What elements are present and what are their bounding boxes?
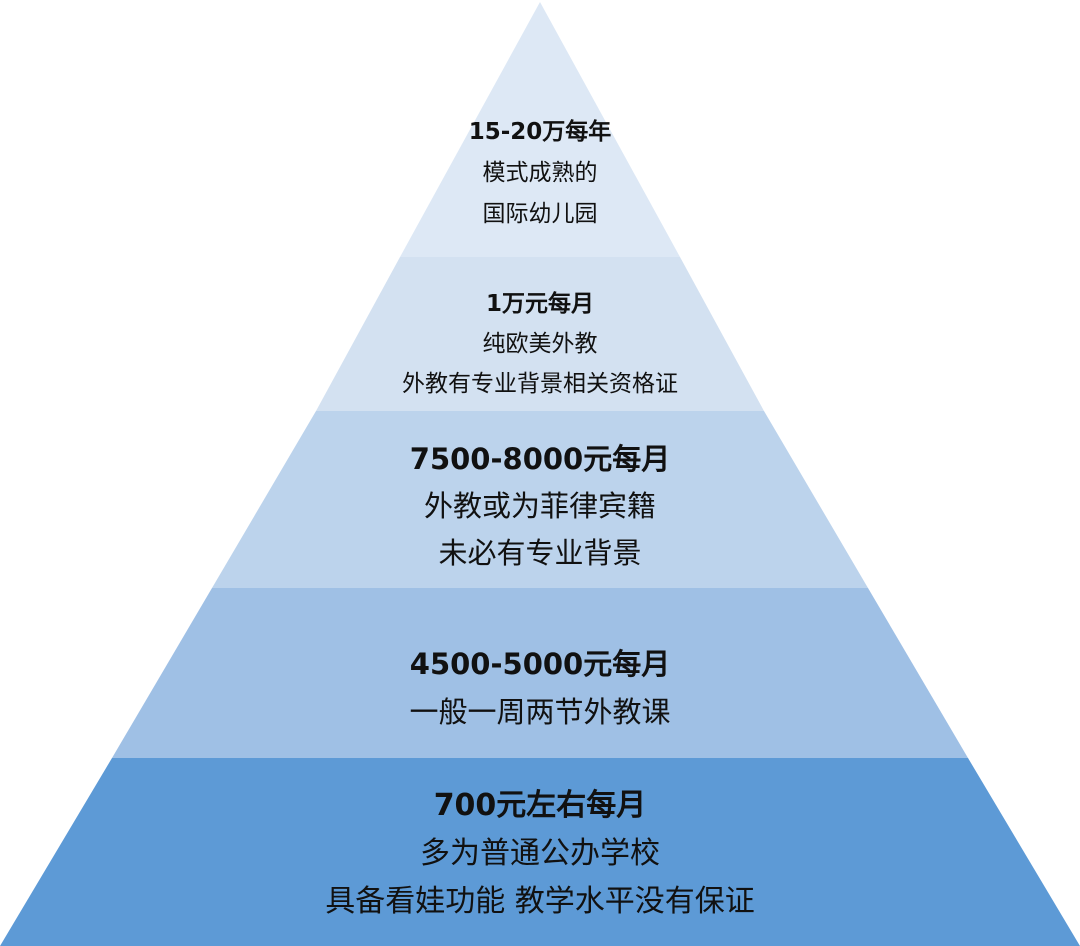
tier-5-line-3: 具备看娃功能 教学水平没有保证	[325, 884, 755, 919]
pyramid-tier-4-shape	[112, 588, 968, 758]
tier-3-line-2: 外教或为菲律宾籍	[423, 489, 656, 523]
pyramid-tier-5: 700元左右每月 多为普通公办学校 具备看娃功能 教学水平没有保证	[0, 782, 1080, 926]
tier-1-line-3: 国际幼儿园	[482, 201, 598, 227]
pyramid-tier-3: 7500-8000元每月 外教或为菲律宾籍 未必有专业背景	[0, 436, 1080, 577]
tier-2-line-2: 纯欧美外教	[482, 331, 598, 357]
tier-1-line-2: 模式成熟的	[482, 160, 598, 186]
tier-2-price: 1万元每月	[485, 291, 594, 317]
pyramid-tier-2: 1万元每月 纯欧美外教 外教有专业背景相关资格证	[0, 284, 1080, 404]
pyramid-tier-5-shape	[0, 758, 1080, 946]
pyramid-tier-1-shape	[400, 2, 680, 257]
tier-2-line-3: 外教有专业背景相关资格证	[402, 371, 678, 397]
tier-3-price: 7500-8000元每月	[409, 442, 671, 476]
tier-4-line-2: 一般一周两节外教课	[409, 695, 671, 729]
tier-3-line-3: 未必有专业背景	[438, 536, 642, 570]
tier-5-price: 700元左右每月	[433, 788, 647, 823]
pyramid-tier-1: 15-20万每年 模式成熟的 国际幼儿园	[0, 112, 1080, 235]
tier-1-price: 15-20万每年	[468, 119, 612, 145]
pyramid-tier-3-shape	[212, 411, 868, 588]
tier-4-price: 4500-5000元每月	[409, 647, 671, 681]
pyramid-tier-4: 4500-5000元每月 一般一周两节外教课	[0, 640, 1080, 736]
pyramid-tier-2-shape	[316, 257, 764, 411]
tier-5-line-2: 多为普通公办学校	[420, 836, 660, 871]
